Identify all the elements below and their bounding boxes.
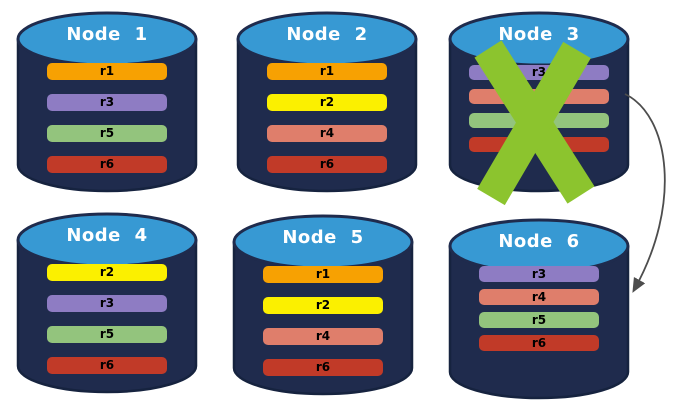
record-label: r1 — [315, 267, 331, 281]
node-title: Node 3 — [498, 24, 580, 45]
record-label: r5 — [531, 313, 547, 327]
record-label: r3 — [531, 65, 547, 79]
record-bar: r3 — [47, 295, 167, 312]
record-list: r1 r2 r4 r6 — [267, 63, 387, 173]
record-list: r2 r3 r5 r6 — [47, 264, 167, 374]
record-label: r6 — [99, 358, 115, 372]
record-bar: r4 — [479, 289, 599, 305]
node-1: Node 1 r1 r3 r5 r6 — [14, 9, 200, 195]
record-label: r4 — [531, 290, 547, 304]
record-bar: r1 — [267, 63, 387, 80]
failure-x-icon — [474, 40, 595, 206]
record-bar: r2 — [47, 264, 167, 281]
record-label: r2 — [99, 265, 115, 279]
record-label: r6 — [99, 157, 115, 171]
record-bar: r2 — [267, 94, 387, 111]
record-label: r5 — [99, 327, 115, 341]
node-title: Node 6 — [498, 231, 580, 252]
record-bar: r5 — [47, 125, 167, 142]
record-bar: r6 — [479, 335, 599, 351]
node-title: Node 1 — [66, 24, 148, 45]
record-bar: r6 — [47, 156, 167, 173]
record-bar: r2 — [263, 297, 383, 314]
record-bar: r3 — [47, 94, 167, 111]
record-bar: r5 — [479, 312, 599, 328]
record-bar: r1 — [47, 63, 167, 80]
node-2: Node 2 r1 r2 r4 r6 — [234, 9, 420, 195]
record-label: r2 — [319, 95, 335, 109]
node-5: Node 5 r1 r2 r4 r6 — [230, 212, 416, 398]
record-bar: r4 — [267, 125, 387, 142]
record-label: r3 — [99, 95, 115, 109]
node-4: Node 4 r2 r3 r5 r6 — [14, 210, 200, 396]
node-6: Node 6 r3 r4 r5 r6 — [446, 216, 632, 402]
record-label: r1 — [319, 64, 335, 78]
record-list: r1 r3 r5 r6 — [47, 63, 167, 173]
record-label: r4 — [315, 329, 331, 343]
record-label: r3 — [99, 296, 115, 310]
record-bar: r5 — [47, 326, 167, 343]
record-label: r2 — [315, 298, 331, 312]
node-title: Node 5 — [282, 227, 364, 248]
record-label: r6 — [531, 336, 547, 350]
record-bar: r6 — [267, 156, 387, 173]
record-label: r3 — [531, 267, 547, 281]
record-list: r3 r4 r5 r6 — [479, 266, 599, 351]
record-list: r1 r2 r4 r6 — [263, 266, 383, 376]
node-3: Node 3 r3 — [446, 9, 632, 206]
record-label: r6 — [315, 360, 331, 374]
node-title: Node 2 — [286, 24, 368, 45]
x-stroke — [477, 41, 591, 206]
node-title: Node 4 — [66, 225, 148, 246]
record-bar: r3 — [479, 266, 599, 282]
record-label: r5 — [99, 126, 115, 140]
record-label: r4 — [319, 126, 335, 140]
record-bar: r4 — [263, 328, 383, 345]
record-label: r1 — [99, 64, 115, 78]
record-label: r6 — [319, 157, 335, 171]
record-bar: r1 — [263, 266, 383, 283]
record-bar: r6 — [263, 359, 383, 376]
record-bar: r6 — [47, 357, 167, 374]
